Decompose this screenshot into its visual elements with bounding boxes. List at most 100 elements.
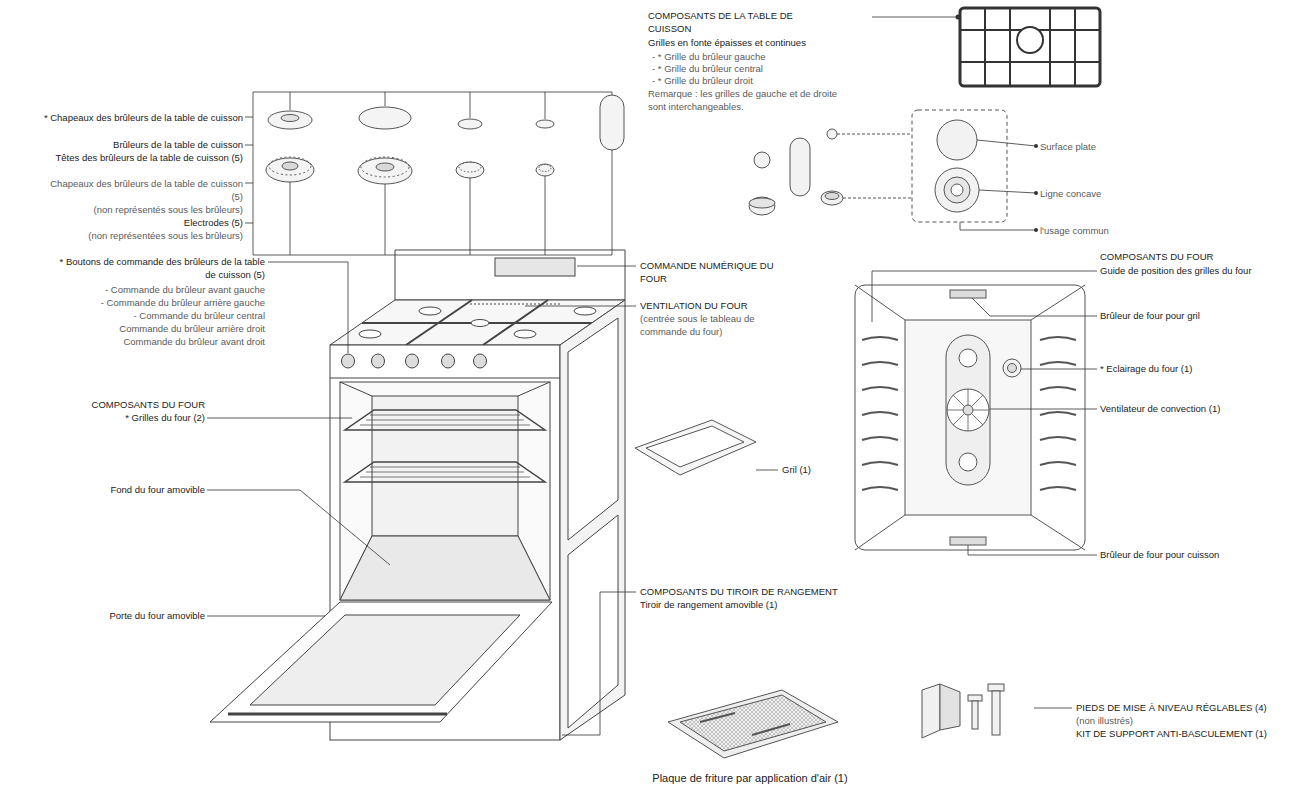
air-fry-tray [700,713,790,735]
list-item: - Commande du brûleur central [55,309,265,322]
range-body [442,354,455,368]
cast-iron-grate [960,8,1100,86]
part-label: Grilles en fonte épaisses et continues [648,36,878,49]
burner-parts [536,164,554,176]
part-label: Porte du four amovible [40,609,205,622]
range-body [406,354,419,368]
range-body [568,318,618,540]
leader-line [525,306,636,307]
oven-interior [855,285,1085,550]
section-heading: COMPOSANTS DU FOUR [40,398,205,411]
burner-parts [539,165,551,172]
part-label: Fond du four amovible [40,483,205,496]
leader-line [979,190,1036,193]
cap-detail [944,177,970,203]
range-body [568,515,618,728]
burner-parts [600,95,624,150]
leader-line [972,298,1097,316]
range-body [359,330,381,338]
leader-line [872,17,958,18]
range-body [340,536,550,600]
note-text: Remarque : les grilles de gauche et de d… [648,87,843,113]
part-label: Ligne concave [1040,187,1160,200]
burner-parts [268,111,312,129]
note-text: (non représentées sous les brûleurs) [40,229,243,242]
cap-detail [821,191,843,205]
section-heading: COMPOSANTS DU FOUR [1100,250,1300,263]
section-heading: COMPOSANTS DE LA TABLE DE CUISSON [648,9,823,35]
leader-dot [956,15,1039,233]
air-fry-tray [680,695,826,751]
cap-detail [912,110,1007,222]
leader-line [245,92,612,255]
cap-detail [935,168,979,212]
range-body [360,467,530,477]
anti-tip-bracket [968,695,982,701]
anti-tip-bracket [992,691,1000,735]
anti-tip-bracket [940,684,960,730]
part-label: * Grilles du four (2) [40,411,205,424]
burner-parts [459,162,481,172]
note-text: (non illustrés) [1076,714,1276,727]
range-body [514,330,536,338]
leader-line [207,418,352,419]
burner-parts [359,107,411,129]
oven-interior [950,290,986,298]
leader-line [960,222,1036,230]
part-label: Têtes des brûleurs de la table de cuisso… [40,151,243,164]
oven-interior [1008,364,1017,373]
leader-line [872,271,1097,322]
burner-parts [458,119,482,129]
leader-line [968,545,1097,555]
cap-detail [937,120,977,160]
part-label: Plaque de friture par application d'air … [620,772,880,785]
leader-line [562,592,636,735]
burner-parts [376,163,394,171]
part-label: * Chapeaux des brûleurs de la table de c… [40,111,243,124]
range-body [210,602,552,722]
burner-parts [536,120,554,128]
part-label: Chapeaux des brûleurs de la table de cui… [40,177,243,203]
leader-line [977,140,1036,146]
leader-line [207,490,390,565]
range-body [395,250,625,300]
oven-interior [855,285,1085,550]
range-body [228,713,447,716]
range-body [342,354,355,368]
air-fry-tray [668,690,838,758]
cap-detail [951,184,963,196]
range-body [340,382,550,600]
oven-interior [963,405,973,415]
section-heading: COMMANDE NUMÉRIQUE DU FOUR [640,259,780,285]
anti-tip-bracket [922,684,940,738]
part-label: Surface plate [1040,140,1160,153]
anti-tip-bracket [922,684,1004,738]
burner-parts [281,115,299,122]
leader-dot [956,15,961,20]
leader-line [1021,369,1097,370]
section-heading: VENTILATION DU FOUR [640,299,800,312]
part-label: Guide de position des grilles du four [1100,264,1305,277]
broiler-pan [635,420,756,475]
range-body [345,462,545,482]
oven-interior [950,537,986,545]
burner-parts [282,162,298,170]
range-body [419,307,441,315]
burner-parts [266,158,314,182]
section-heading: PIEDS DE MISE À NIVEAU RÉGLABLES (4) [1076,701,1308,714]
list-item: - * Grille du brûleur gauche [652,50,872,63]
oven-interior [959,453,977,471]
oven-interior [1040,337,1076,490]
air-fry-tray [668,690,838,758]
broiler-pan [635,420,756,475]
oven-interior [947,389,989,431]
anti-tip-bracket [972,701,978,729]
range-body [330,378,560,379]
part-label: Electrodes (5) [40,216,243,229]
burner-parts [266,95,624,184]
range-body [340,382,550,600]
range-body [372,396,518,536]
cap-detail [749,110,1007,222]
cap-detail [749,198,775,208]
part-label: * Boutons de commande des brûleurs de la… [55,255,265,281]
